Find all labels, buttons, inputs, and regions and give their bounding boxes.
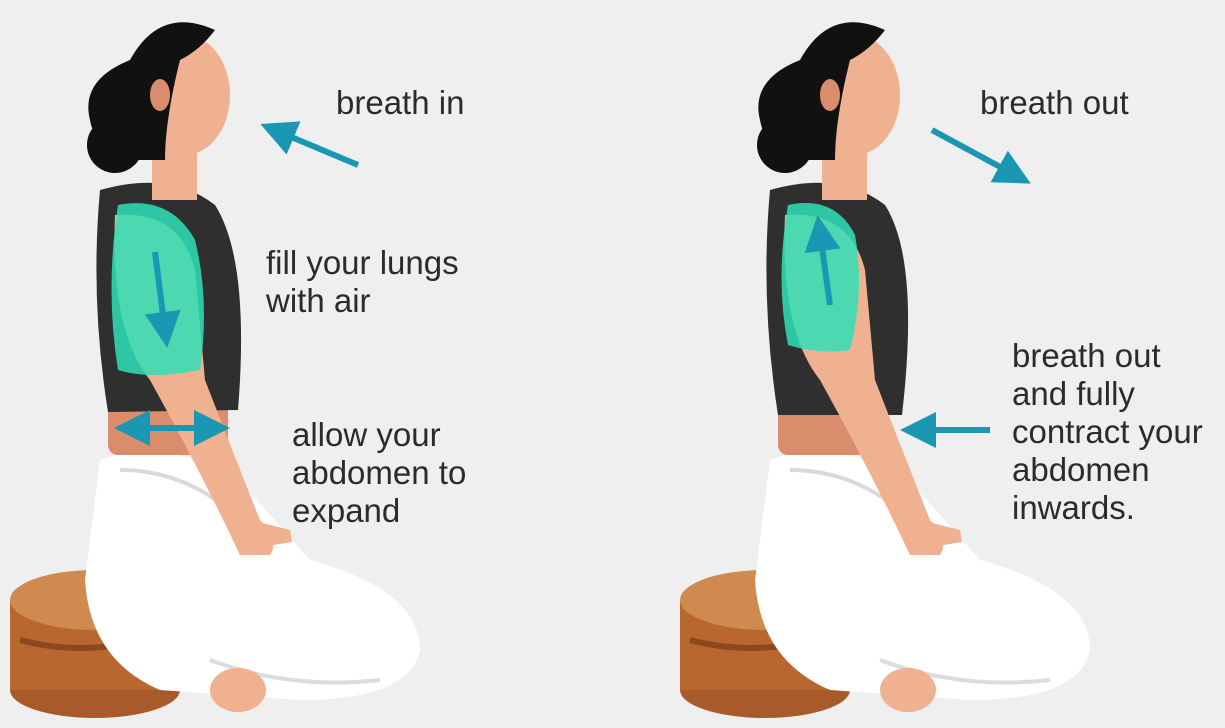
label-abdomen-expand: allow your abdomen to expand — [292, 416, 466, 530]
woman-figure — [85, 22, 420, 712]
inhale-figure — [0, 0, 560, 728]
lung-overlay — [782, 203, 860, 352]
label-abdomen-contract: breath out and fully contract your abdom… — [1012, 337, 1203, 527]
label-breath-in: breath in — [336, 84, 464, 122]
label-fill-lungs: fill your lungs with air — [266, 244, 459, 320]
label-breath-out: breath out — [980, 84, 1129, 122]
arrow-out-icon — [932, 130, 1015, 175]
arrow-in-icon — [277, 131, 358, 165]
